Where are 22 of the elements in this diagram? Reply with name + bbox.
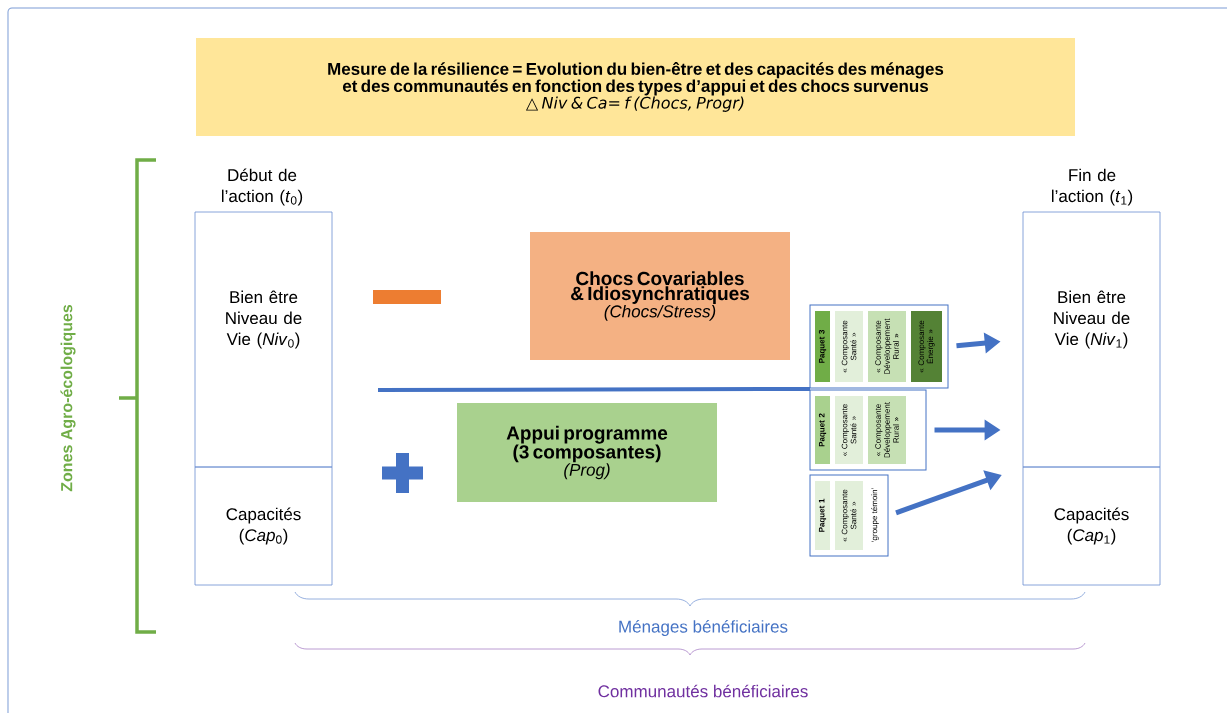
column-heading: Fin de l’action (t$_{1}$) (1052, 168, 1133, 206)
component-box: « Composante Développement Rural » (868, 396, 906, 464)
component-box: « Composante Santé » (835, 481, 863, 550)
text-cell: Bien être Niveau de Vie (Niv$_{0}$) (194, 211, 333, 468)
component-box: « Composante Santé » (835, 396, 863, 464)
rotated-label: Zones Agro-écologiques (60, 304, 76, 492)
component-box: « Composante Énergie » (911, 311, 942, 382)
component-box: Paquet 2 (815, 396, 830, 464)
label-box: Chocs Covariables & Idiosynchratiques (Chocs/Stress) (530, 232, 790, 360)
group-label: Ménages bénéficiaires (619, 620, 788, 637)
component-box: « Composante Santé » (835, 311, 863, 382)
component-box: « Composante Développement Rural » (868, 311, 906, 382)
text-cell: Capacités (Cap$_{1}$) (1022, 466, 1161, 586)
rotated-label: ‘groupe témoin’ (871, 488, 879, 542)
text-cell: Capacités (Cap$_{0}$) (194, 466, 333, 586)
component-box: Paquet 3 (815, 311, 830, 382)
title-box: Mesure de la résilience = Evolution du bien-être et des capacités des ménages et des communautés en fonction des types d’appui et des chocs survenus △ Niv & Ca= f (Chocs, Progr) (196, 38, 1075, 136)
group-label: Communautés bénéficiaires (598, 684, 808, 698)
column-heading: Début de l’action (t$_{0}$) (222, 168, 303, 206)
text-cell: Bien être Niveau de Vie (Niv$_{1}$) (1022, 211, 1161, 468)
component-box: Paquet 1 (815, 481, 830, 550)
label-box: Appui programme (3 composantes) (Prog) (457, 403, 717, 502)
